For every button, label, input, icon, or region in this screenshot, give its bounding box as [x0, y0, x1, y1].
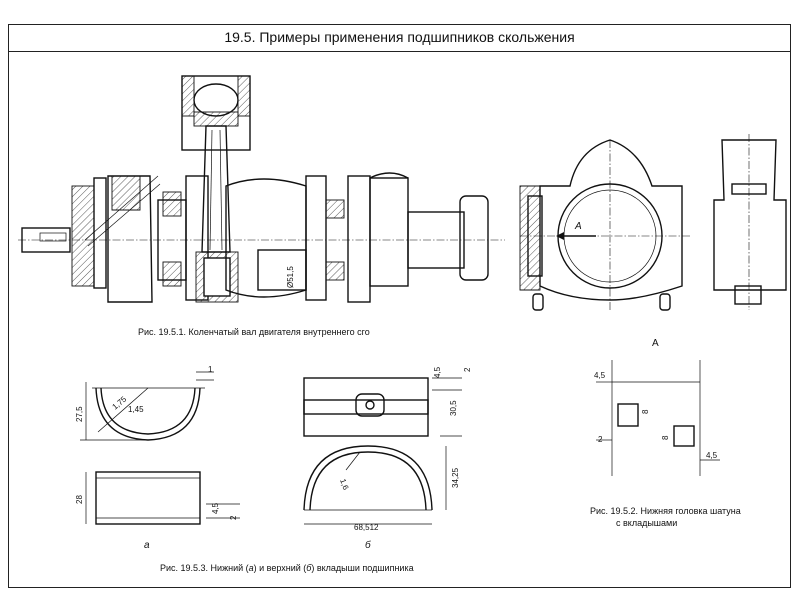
fig1-caption: Рис. 19.5.1. Коленчатый вал двигателя вн…	[138, 327, 370, 337]
flywheel-flange	[459, 195, 489, 281]
dim-c-mid: 8	[641, 409, 650, 414]
front-gear	[71, 185, 95, 287]
fig3-caption: Рис. 19.5.3. Нижний (а) и верхний (б) вк…	[160, 563, 414, 573]
page-title: 19.5. Примеры применения подшипников ско…	[224, 29, 575, 45]
dim-a-height: 27,5	[75, 406, 84, 422]
svg-text:Ø51,5: Ø51,5	[286, 266, 295, 288]
dim-a-gap: 1	[208, 365, 213, 374]
dim-c-top: 4,5	[594, 371, 606, 380]
dim-b-height: 30,5	[449, 400, 458, 416]
dim-a-width: 28	[75, 495, 84, 504]
dim-b-arc-height: 34,25	[451, 467, 460, 488]
dim-a-r2: 1,45	[128, 405, 144, 414]
dim-b-t2: 2	[463, 367, 472, 372]
big-end-side-view	[713, 134, 787, 310]
dim-b-t1: 4,5	[433, 366, 442, 378]
upper-shell-drawing	[303, 377, 462, 525]
big-end-section	[519, 139, 690, 311]
crankshaft-drawing: Ø51,5	[18, 75, 505, 303]
fig2-caption-line1: Рис. 19.5.2. Нижняя головка шатуна	[590, 506, 741, 516]
fig2-caption-line2: с вкладышами	[616, 518, 678, 528]
dim-b-width: 68,512	[354, 523, 379, 532]
lower-shell-drawing	[80, 371, 240, 525]
dim-c-mid2: 8	[661, 435, 670, 440]
view-a-drawing	[596, 360, 720, 476]
view-a-label: A	[652, 338, 659, 349]
sub-b-label: б	[365, 540, 371, 551]
title-bar: 19.5. Примеры применения подшипников ско…	[8, 24, 791, 52]
dim-b-r: 1,6	[338, 478, 350, 492]
view-a-inner-label: A	[575, 221, 582, 232]
dim-a-r1: 1,75	[111, 394, 129, 411]
sheet-frame	[8, 24, 791, 588]
shaft-nose	[21, 227, 71, 253]
sub-a-label: а	[144, 540, 150, 551]
flange-shaft	[407, 211, 465, 269]
dim-a-t2: 2	[229, 515, 238, 520]
dim-a-t1: 4,5	[211, 502, 220, 514]
dim-c-left: 2	[598, 435, 603, 444]
crank-web-4	[347, 175, 371, 303]
dim-c-bottom: 4,5	[706, 451, 718, 460]
